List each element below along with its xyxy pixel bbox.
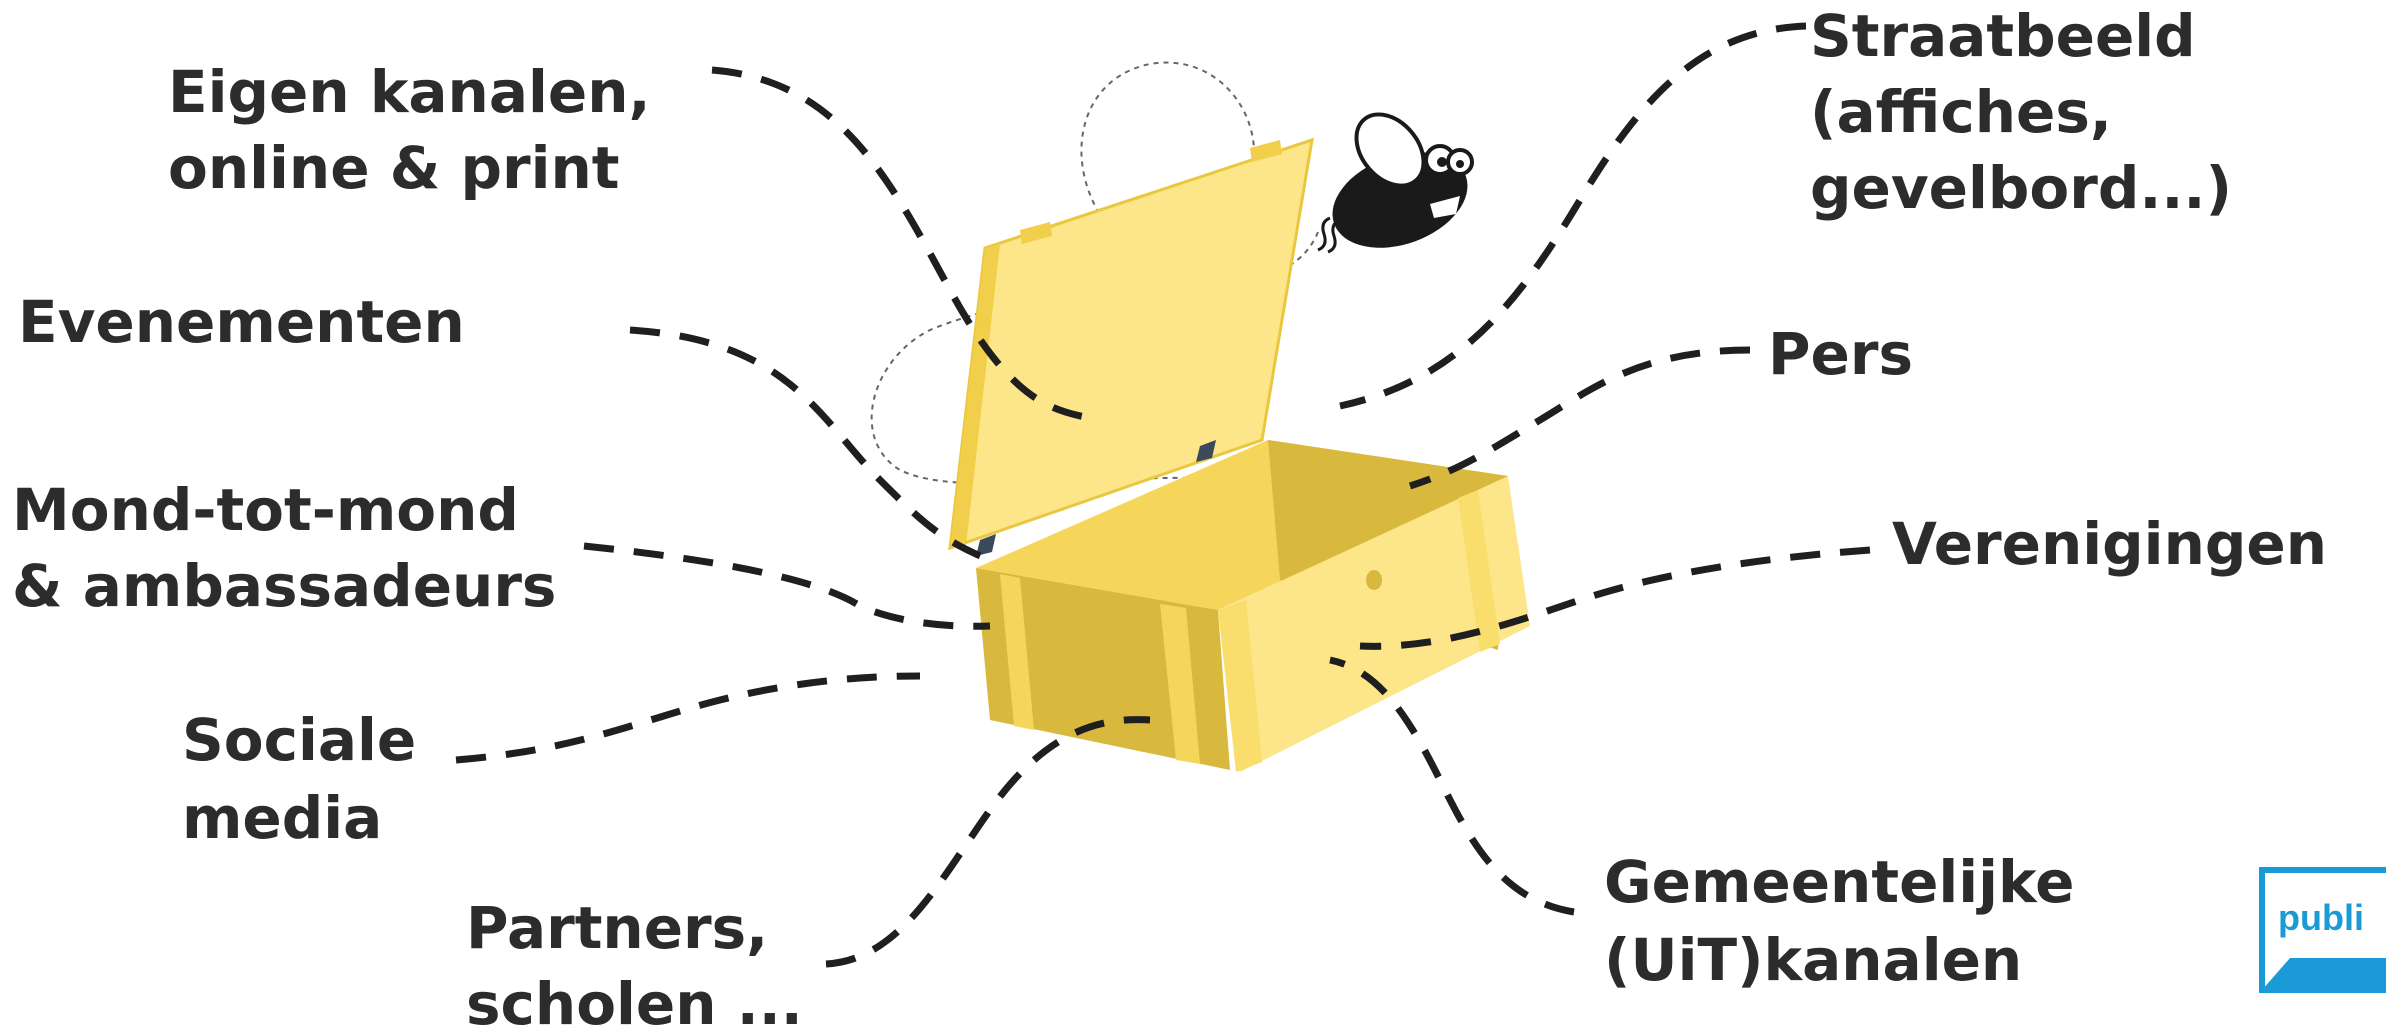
label-pers: Pers — [1768, 320, 1913, 388]
label-pers-line-1: Pers — [1768, 320, 1913, 388]
connector-partners — [826, 720, 1150, 964]
label-gemeentelijke-line-1: Gemeentelijke — [1604, 848, 2074, 916]
label-mond-tot-mond-line-2: & ambassadeurs — [12, 552, 556, 620]
label-verenigingen-line-1: Verenigingen — [1892, 510, 2327, 578]
label-mond-tot-mond: Mond-tot-mond & ambassadeurs — [12, 476, 556, 620]
label-partners: Partners, scholen ... — [466, 894, 803, 1036]
logo-publiq: publi — [2262, 870, 2386, 990]
label-straatbeeld: Straatbeeld (affiches, gevelbord...) — [1810, 2, 2232, 222]
label-sociale-media-line-1: Sociale — [182, 706, 416, 774]
connector-mond-tot-mond — [584, 546, 990, 626]
label-partners-line-1: Partners, — [466, 894, 768, 962]
logo-text: publi — [2278, 897, 2364, 938]
label-partners-line-2: scholen ... — [466, 970, 803, 1036]
connector-pers — [1410, 350, 1750, 486]
label-sociale-media: Sociale media — [182, 706, 436, 852]
chest-keyhole — [1366, 570, 1382, 590]
label-gemeentelijke-line-2: (UiT)kanalen — [1604, 926, 2022, 994]
label-sociale-media-line-2: media — [182, 784, 382, 852]
connector-evenementen — [630, 330, 990, 560]
label-gemeentelijke: Gemeentelijke (UiT)kanalen — [1604, 848, 2095, 994]
label-eigen-kanalen-line-2: online & print — [168, 134, 620, 202]
label-verenigingen: Verenigingen — [1892, 510, 2327, 578]
label-straatbeeld-line-3: gevelbord...) — [1810, 154, 2232, 222]
label-straatbeeld-line-1: Straatbeeld — [1810, 2, 2196, 70]
chest-box — [950, 140, 1530, 772]
label-eigen-kanalen-line-1: Eigen kanalen, — [168, 58, 651, 126]
label-eigen-kanalen: Eigen kanalen, online & print — [168, 58, 671, 202]
label-evenementen-line-1: Evenementen — [18, 288, 465, 356]
label-evenementen: Evenementen — [18, 288, 465, 356]
label-straatbeeld-line-2: (affiches, — [1810, 78, 2112, 146]
fly-illustration — [1318, 101, 1481, 265]
connector-sociale-media — [456, 676, 920, 760]
label-mond-tot-mond-line-1: Mond-tot-mond — [12, 476, 519, 544]
